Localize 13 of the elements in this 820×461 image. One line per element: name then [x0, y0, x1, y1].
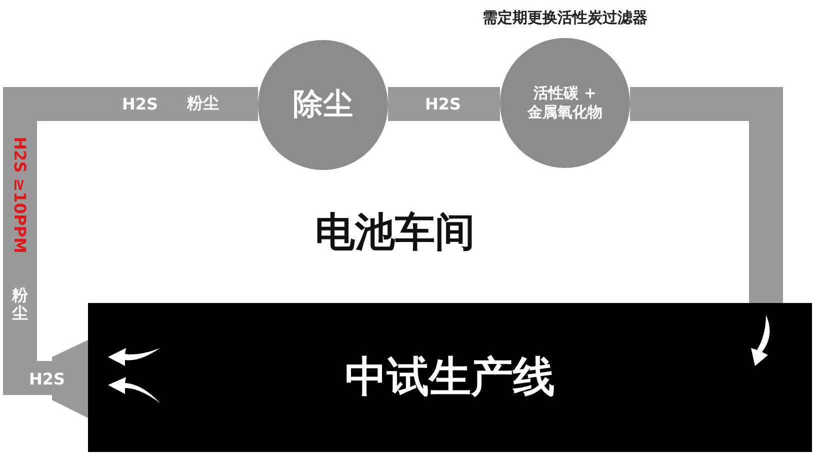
duct-label: H2S [122, 94, 158, 114]
duct [630, 87, 783, 303]
node-text: 活性碳 + 金属氧化物 [527, 84, 603, 122]
note-text: 需定期更换活性炭过滤器 [482, 8, 648, 28]
duct [388, 87, 500, 121]
duct-label: H2S ≥10PPM [10, 136, 30, 254]
node-text: 中试生产线 [345, 351, 555, 404]
node-text: 除尘 [293, 86, 353, 124]
duct-label: H2S [28, 370, 66, 388]
duct-label: 粉尘 [187, 94, 219, 114]
duct-label: 粉尘 [12, 286, 28, 322]
area-label: 电池车间 [315, 208, 475, 258]
duct [3, 87, 258, 395]
